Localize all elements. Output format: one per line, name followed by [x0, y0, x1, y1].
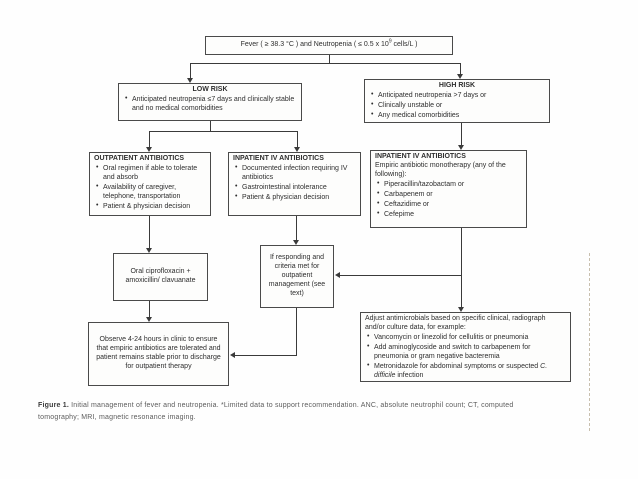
flow-box-fever-neutropenia: Fever ( ≥ 38.3 °C ) and Neutropenia ( ≤ …: [205, 36, 453, 55]
fever-text-superscript: 9: [388, 38, 392, 45]
flow-connector: [460, 63, 461, 74]
flow-connector: [149, 131, 297, 132]
figure-caption-label: Figure 1.: [38, 402, 69, 409]
if-responding-text: If responding and criteria met for outpa…: [268, 254, 326, 297]
flow-box-low-risk: LOW RISK Anticipated neutropenia ≤7 days…: [118, 83, 302, 121]
flow-connector: [340, 275, 461, 276]
page-edge-artifact: [589, 253, 590, 431]
figure-caption-text: Initial management of fever and neutrope…: [38, 402, 514, 421]
high-risk-bullet-list: Anticipated neutropenia >7 days orClinic…: [369, 91, 545, 121]
inpatient-low-bullet-list: Documented infection requiring IV antibi…: [233, 164, 356, 203]
fever-text-pre: Fever ( ≥ 38.3 °C ) and Neutropenia ( ≤ …: [240, 41, 389, 49]
flow-connector: [461, 123, 462, 145]
adjust-bullet-list: Vancomycin or linezolid for cellulitis o…: [365, 333, 566, 381]
bullet-item: Availability of caregiver, telephone, tr…: [94, 183, 206, 202]
bullet-item: Gastrointestinal intolerance: [233, 183, 356, 193]
flow-connector: [149, 131, 150, 147]
flow-arrowhead-left: [335, 272, 340, 278]
flow-box-if-responding: If responding and criteria met for outpa…: [260, 245, 334, 308]
bullet-item: Cefepime: [375, 210, 522, 220]
flow-arrowhead-left: [230, 352, 235, 358]
high-risk-title: HIGH RISK: [438, 82, 476, 89]
bullet-item: Oral regimen if able to tolerate and abs…: [94, 164, 206, 183]
flow-arrowhead-down: [457, 74, 463, 79]
flow-box-oral-ciprofloxacin: Oral ciprofloxacin + amoxicillin/ clavua…: [113, 253, 208, 301]
flow-arrowhead-down: [293, 240, 299, 245]
adjust-intro-text: Adjust antimicrobials based on specific …: [365, 315, 546, 331]
flow-box-adjust-antimicrobials: Adjust antimicrobials based on specific …: [360, 312, 571, 382]
flow-connector: [297, 131, 298, 147]
flow-connector: [149, 216, 150, 248]
flow-arrowhead-down: [187, 78, 193, 83]
low-risk-bullet-list: Anticipated neutropenia ≤7 days and clin…: [123, 95, 297, 114]
oral-regimen-text: Oral ciprofloxacin + amoxicillin/ clavua…: [125, 268, 196, 284]
bullet-item: Piperacillin/tazobactam or: [375, 180, 522, 190]
observe-text: Observe 4-24 hours in clinic to ensure t…: [96, 336, 221, 370]
bullet-item: Patient & physician decision: [233, 193, 356, 203]
fever-text-post: cells/L ): [391, 41, 418, 49]
flow-arrowhead-down: [458, 145, 464, 150]
flow-box-high-risk: HIGH RISK Anticipated neutropenia >7 day…: [364, 79, 550, 123]
bullet-item: Clinically unstable or: [369, 101, 545, 111]
flow-connector: [235, 355, 296, 356]
inpatient-high-title: INPATIENT IV ANTIBIOTICS: [375, 153, 466, 160]
flow-arrowhead-down: [458, 307, 464, 312]
flow-box-observe-clinic: Observe 4-24 hours in clinic to ensure t…: [88, 322, 229, 386]
outpatient-bullet-list: Oral regimen if able to tolerate and abs…: [94, 164, 206, 212]
fever-box-text: Fever ( ≥ 38.3 °C ) and Neutropenia ( ≤ …: [240, 38, 418, 50]
flow-connector: [296, 308, 297, 356]
bullet-item: Ceftazidime or: [375, 200, 522, 210]
outpatient-title: OUTPATIENT ANTIBIOTICS: [94, 155, 185, 162]
inpatient-high-bullet-list: Piperacillin/tazobactam orCarbapenem orC…: [375, 180, 522, 220]
flow-arrowhead-down: [294, 147, 300, 152]
flow-box-outpatient-antibiotics: OUTPATIENT ANTIBIOTICS Oral regimen if a…: [89, 152, 211, 216]
bullet-item: Documented infection requiring IV antibi…: [233, 164, 356, 183]
flow-box-inpatient-iv-high-risk: INPATIENT IV ANTIBIOTICS Empiric antibio…: [370, 150, 527, 228]
flow-connector: [296, 216, 297, 240]
flow-arrowhead-down: [146, 147, 152, 152]
bullet-item: Any medical comorbidities: [369, 111, 545, 121]
bullet-item: Anticipated neutropenia >7 days or: [369, 91, 545, 101]
flow-arrowhead-down: [146, 317, 152, 322]
bullet-item: Patient & physician decision: [94, 202, 206, 212]
flow-connector: [210, 121, 211, 131]
flow-connector: [149, 301, 150, 317]
flow-connector: [190, 63, 461, 64]
bullet-item: Vancomycin or linezolid for cellulitis o…: [365, 333, 566, 343]
bullet-item: Add aminoglycoside and switch to carbape…: [365, 343, 566, 362]
figure-caption: Figure 1. Initial management of fever an…: [38, 400, 530, 423]
flow-connector: [190, 63, 191, 78]
inpatient-high-subtitle: Empiric antibiotic monotherapy (any of t…: [375, 161, 506, 178]
flow-connector: [329, 55, 330, 63]
bullet-item: Metronidazole for abdominal symptoms or …: [365, 362, 566, 381]
low-risk-title: LOW RISK: [192, 86, 228, 93]
bullet-item: Carbapenem or: [375, 190, 522, 200]
flow-connector: [461, 228, 462, 307]
flow-arrowhead-down: [146, 248, 152, 253]
bullet-item: Anticipated neutropenia ≤7 days and clin…: [123, 95, 297, 114]
inpatient-low-title: INPATIENT IV ANTIBIOTICS: [233, 155, 324, 162]
flow-box-inpatient-iv-low-risk: INPATIENT IV ANTIBIOTICS Documented infe…: [228, 152, 361, 216]
